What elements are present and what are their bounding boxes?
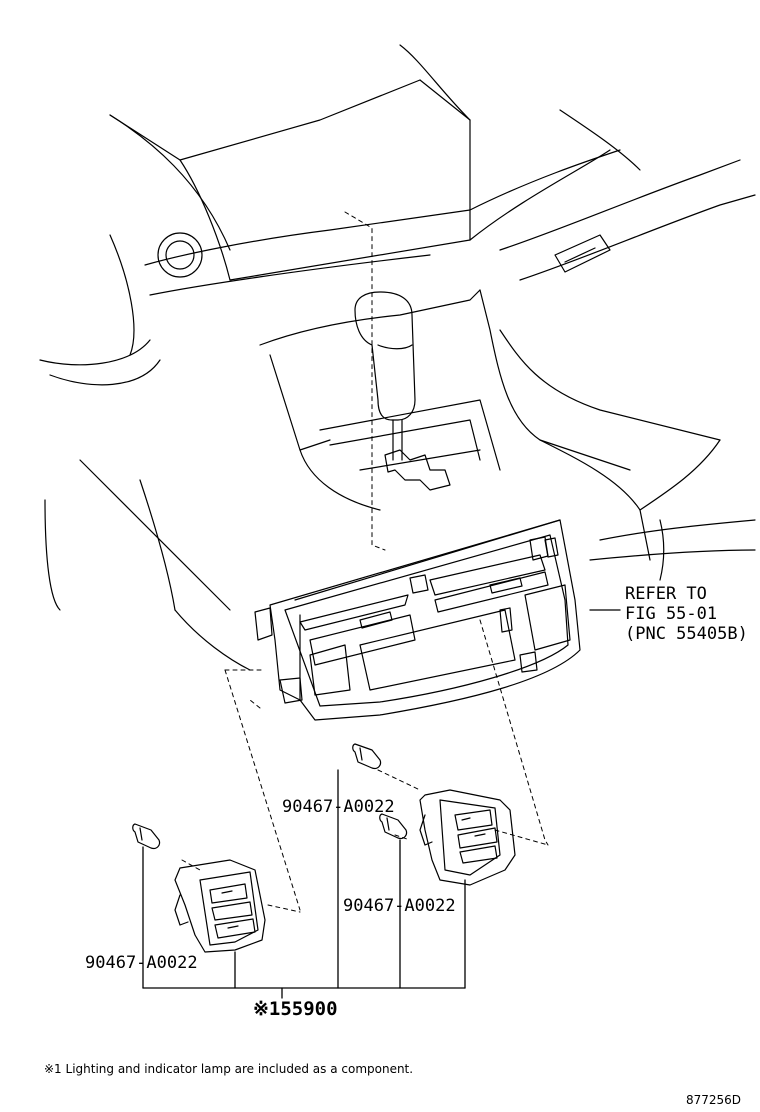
bulb-left-part-number: 90467-A0022 bbox=[85, 953, 198, 973]
bulb-middle bbox=[379, 813, 408, 840]
bulb-middle-part-number: 90467-A0022 bbox=[343, 896, 456, 916]
bulb-left bbox=[132, 823, 161, 850]
center-cluster-bezel bbox=[254, 519, 581, 721]
refer-line-2: FIG 55-01 bbox=[625, 604, 718, 624]
shift-knob bbox=[354, 291, 416, 461]
refer-note: REFER TO FIG 55-01 (PNC 55405B) bbox=[625, 584, 748, 644]
refer-line-3: (PNC 55405B) bbox=[625, 624, 748, 644]
footnote: ※1 Lighting and indicator lamp are inclu… bbox=[44, 1062, 414, 1076]
bulb-upper bbox=[352, 743, 382, 770]
dashed-leaders bbox=[181, 211, 549, 913]
main-part-number: ※155900 bbox=[253, 998, 338, 1020]
switch-module-left bbox=[174, 859, 266, 953]
solid-leaders bbox=[142, 609, 621, 999]
dashboard-outline bbox=[39, 44, 756, 671]
figure-id: 877256D bbox=[686, 1093, 742, 1107]
bulb-upper-part-number: 90467-A0022 bbox=[282, 797, 395, 817]
refer-line-1: REFER TO bbox=[625, 584, 707, 604]
switch-module-right bbox=[419, 789, 516, 886]
